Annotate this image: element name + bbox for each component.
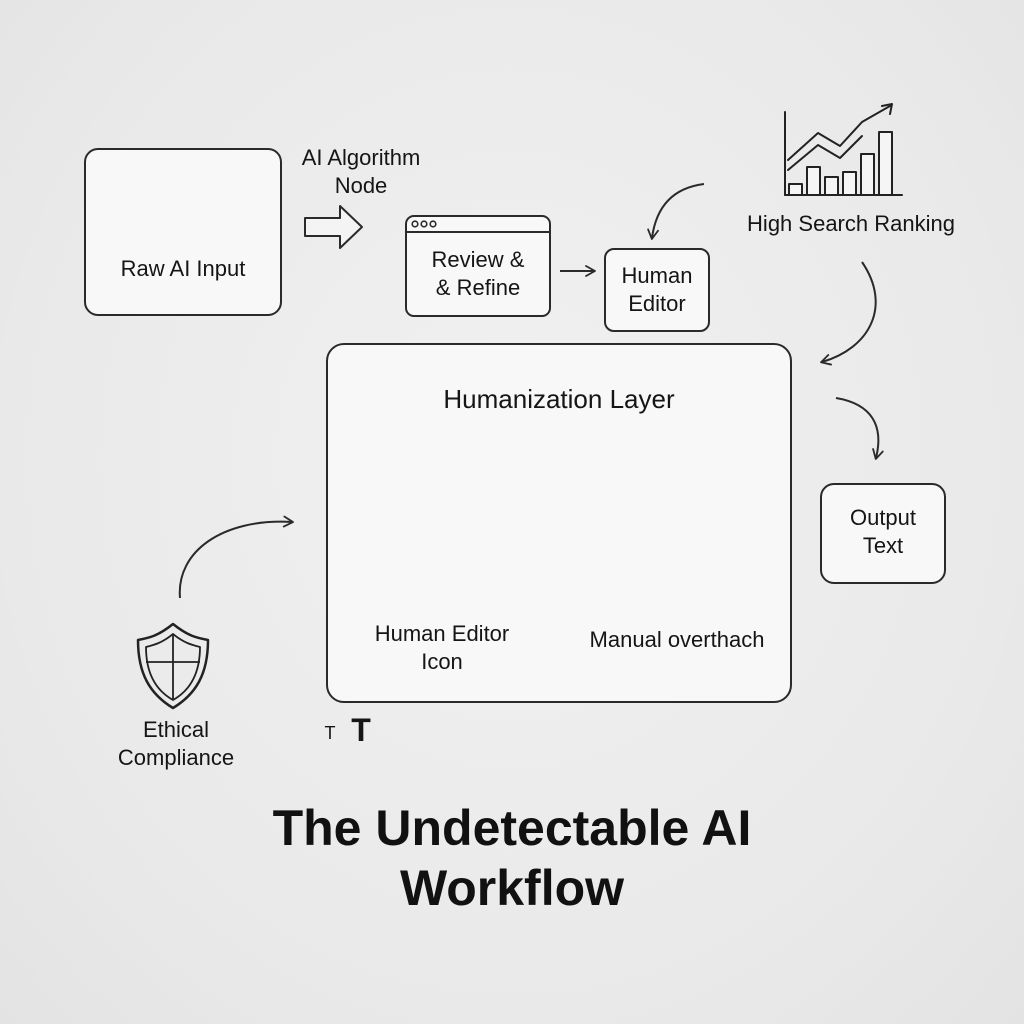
raw-ai-input-label: Raw AI Input (120, 256, 246, 281)
manual-overthach-label: Manual overthach (589, 627, 765, 652)
chart-bars (788, 131, 893, 196)
output-text-label: Output Text (849, 505, 917, 558)
text-size-small-glyph: T (324, 723, 336, 743)
chart-bar (842, 171, 857, 196)
humanization-layer-title: Humanization Layer (443, 384, 675, 414)
arrow-layer-to-output (835, 397, 884, 460)
human-editor-label: Human Editor (621, 263, 693, 316)
chart-bar (860, 153, 875, 196)
window-dot (429, 220, 437, 228)
output-text-box (820, 483, 946, 584)
high-search-ranking-label: High Search Ranking (747, 211, 955, 236)
block-arrow (304, 205, 363, 249)
chart-bar (788, 183, 803, 196)
shield-icon (136, 622, 210, 710)
trend-arrowhead (881, 103, 893, 115)
chart-bar (806, 166, 821, 196)
review-refine-label: Review & & Refine (431, 247, 525, 300)
human-editor-box (604, 248, 710, 332)
chart-bar (878, 131, 893, 196)
trend-line-lower (787, 135, 863, 171)
text-size-large-glyph: T (351, 712, 371, 748)
raw-ai-input-box (84, 148, 282, 316)
window-dot (420, 220, 428, 228)
window-dot (411, 220, 419, 228)
humanization-layer-box (326, 343, 792, 703)
bar-chart-trend-icon (784, 103, 903, 196)
ethical-compliance-label: Ethical Compliance (117, 717, 235, 770)
chart-bar (824, 176, 839, 196)
arrow-ranking-to-layer (820, 261, 877, 366)
review-refine-box (405, 215, 551, 317)
ai-algorithm-node-label: AI Algorithm Node (301, 145, 421, 198)
arrow-ranking-to-editor (647, 183, 705, 240)
page-title: The Undetectable AI Workflow (272, 800, 752, 916)
human-editor-icon-label: Human Editor Icon (374, 621, 510, 674)
trend-line-upper (787, 105, 891, 161)
arrow-compliance-to-layer (178, 515, 294, 599)
